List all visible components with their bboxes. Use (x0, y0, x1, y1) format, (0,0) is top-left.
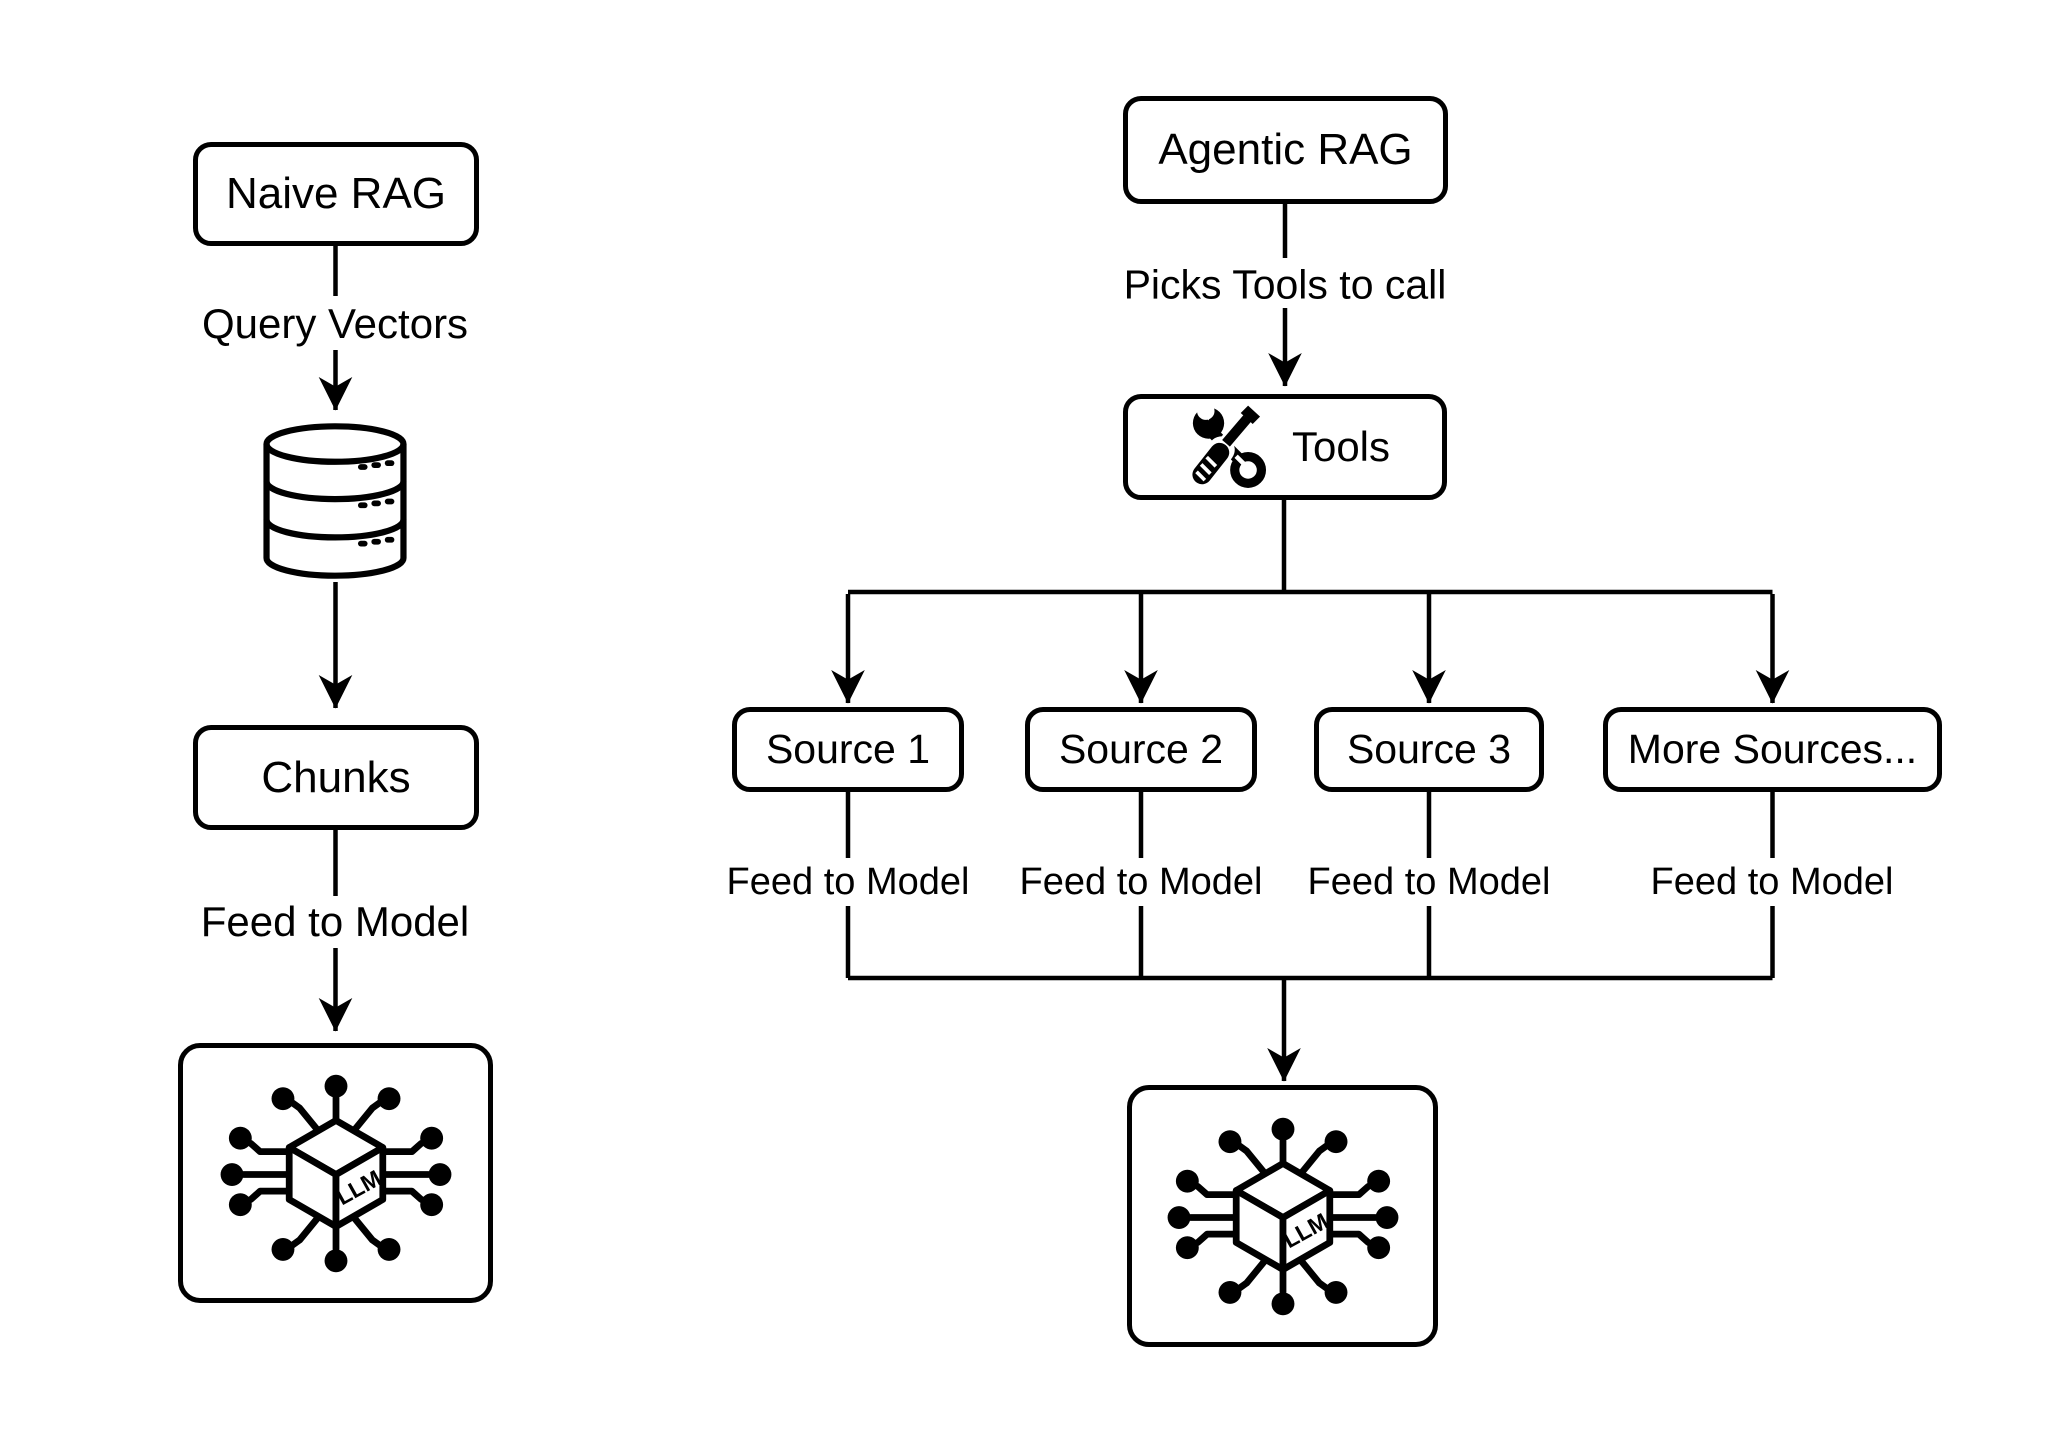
source-3-label: Source 3 (1346, 726, 1512, 772)
tools-node: Tools (1123, 394, 1447, 500)
chunks-node: Chunks (193, 725, 479, 830)
more-sources-label: More Sources... (1627, 726, 1918, 772)
feed-label-source-1: Feed to Model (726, 861, 970, 903)
picks-tools-label: Picks Tools to call (1123, 261, 1447, 308)
naive-rag-label: Naive RAG (225, 169, 447, 218)
feed-label-source-3: Feed to Model (1307, 861, 1551, 903)
wrench-screwdriver-icon (1188, 401, 1266, 488)
agentic-rag-label: Agentic RAG (1158, 125, 1413, 174)
chunks-label: Chunks (261, 752, 411, 802)
source-3-node: Source 3 (1314, 707, 1544, 792)
screwdriver-part (1188, 405, 1261, 488)
naive-rag-node: Naive RAG (193, 142, 479, 246)
feed-label-more-sources: Feed to Model (1650, 861, 1894, 903)
llm-chip-icon-right: LLM (1158, 1099, 1408, 1334)
feed-to-model-left-label: Feed to Model (200, 898, 470, 945)
source-1-label: Source 1 (765, 726, 931, 772)
database-icon (263, 423, 407, 579)
feed-label-source-2: Feed to Model (1019, 861, 1263, 903)
source-2-label: Source 2 (1058, 726, 1224, 772)
source-1-node: Source 1 (732, 707, 964, 792)
agentic-rag-node: Agentic RAG (1123, 96, 1448, 204)
source-2-node: Source 2 (1025, 707, 1257, 792)
tools-label: Tools (1291, 423, 1391, 470)
query-vectors-label: Query Vectors (201, 300, 469, 347)
more-sources-node: More Sources... (1603, 707, 1942, 792)
llm-chip-icon-left: LLM (211, 1056, 461, 1291)
